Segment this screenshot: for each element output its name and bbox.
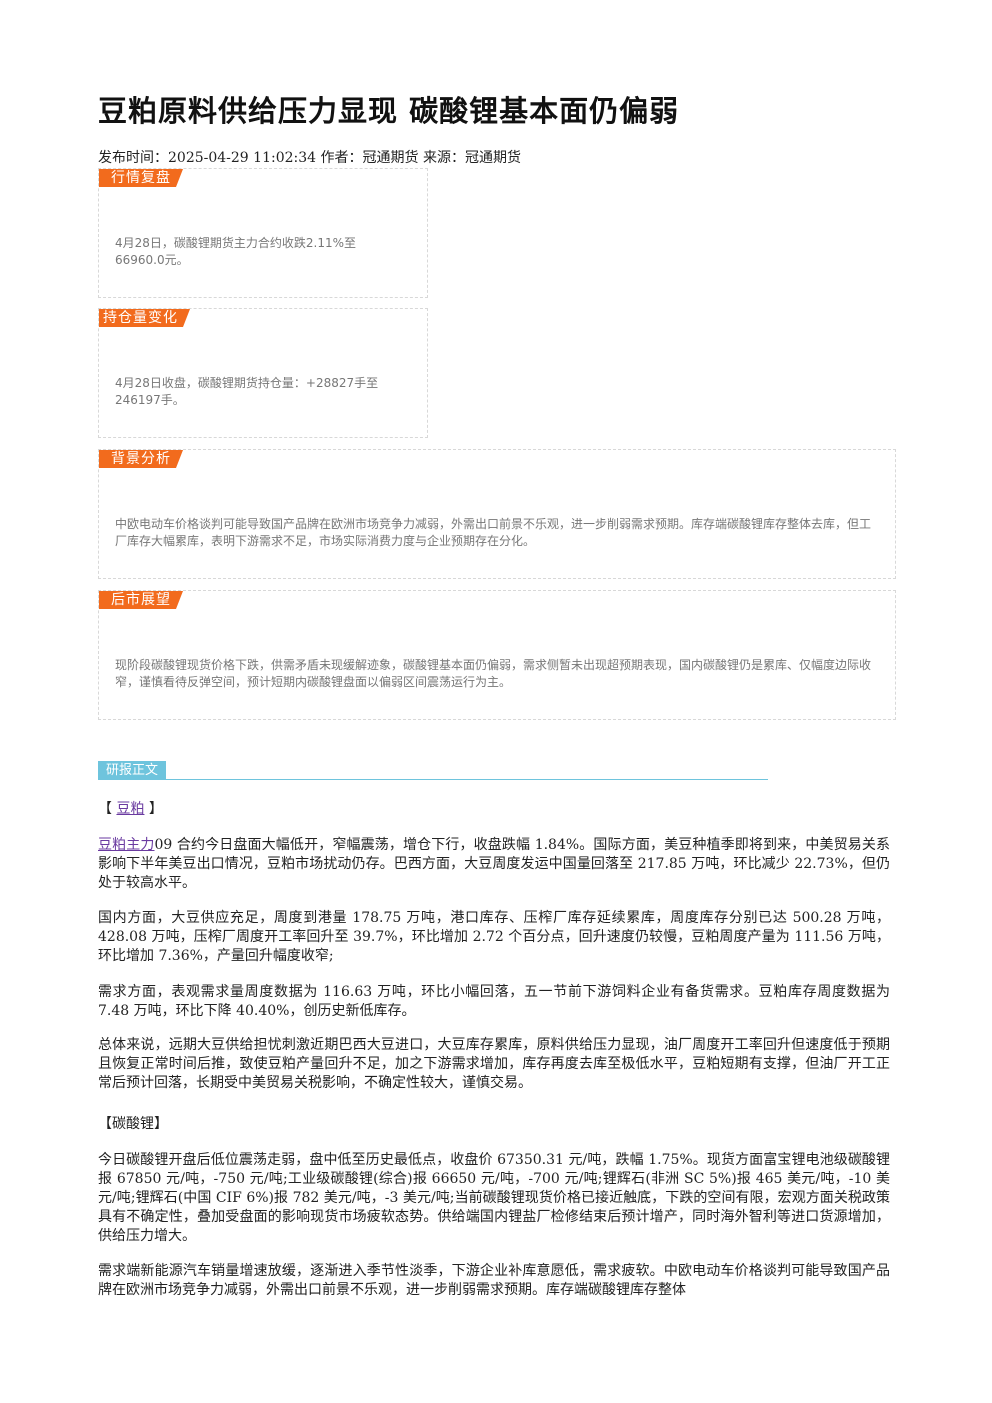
soy-link[interactable]: 豆粕: [116, 801, 145, 817]
outlook-text: 现阶段碳酸锂现货价格下跌，供需矛盾未现缓解迹象，碳酸锂基本面仍偏弱，需求侧暂未出…: [115, 658, 872, 689]
lithium-paragraph-1: 今日碳酸锂开盘后低位震荡走弱，盘中低至历史最低点，收盘价 67350.31 元/…: [98, 1152, 890, 1244]
soy-paragraph-2: 国内方面，大豆供应充足，周度到港量 178.75 万吨，港口库存、压榨厂库存延续…: [98, 910, 890, 964]
article-meta: 发布时间：2025-04-29 11:02:34 作者：冠通期货 来源：冠通期货: [98, 150, 521, 166]
soy-heading: 【 豆粕 】: [98, 798, 163, 818]
position-change-box: 持仓量变化 4月28日收盘，碳酸锂期货持仓量：+28827手至246197手。: [98, 308, 428, 438]
background-box: 背景分析 中欧电动车价格谈判可能导致国产品牌在欧洲市场竞争力减弱，外需出口前景不…: [98, 449, 896, 579]
outlook-tag: 后市展望: [99, 591, 183, 609]
soy-paragraph-4: 总体来说，远期大豆供给担忧刺激近期巴西大豆进口，大豆库存累库，原料供给压力显现，…: [98, 1037, 890, 1091]
soy-paragraph-1: 豆粕主力09 合约今日盘面大幅低开，窄幅震荡，增仓下行，收盘跌幅 1.84%。国…: [98, 836, 890, 893]
market-review-tag: 行情复盘: [99, 169, 183, 187]
market-review-box: 行情复盘 4月28日，碳酸锂期货主力合约收跌2.11%至66960.0元。: [98, 168, 428, 298]
soy-bracket-close: 】: [148, 801, 163, 817]
market-review-text: 4月28日，碳酸锂期货主力合约收跌2.11%至66960.0元。: [115, 236, 357, 267]
background-text: 中欧电动车价格谈判可能导致国产品牌在欧洲市场竞争力减弱，外需出口前景不乐观，进一…: [115, 517, 872, 548]
position-change-text: 4月28日收盘，碳酸锂期货持仓量：+28827手至246197手。: [115, 376, 379, 407]
soy-bracket-open: 【: [98, 801, 112, 817]
soy-paragraph-1-text: 09 合约今日盘面大幅低开，窄幅震荡，增仓下行，收盘跌幅 1.84%。国际方面，…: [98, 837, 891, 891]
outlook-box: 后市展望 现阶段碳酸锂现货价格下跌，供需矛盾未现缓解迹象，碳酸锂基本面仍偏弱，需…: [98, 590, 896, 720]
soy-main-link[interactable]: 豆粕主力: [98, 837, 155, 853]
report-section-tag: 研报正文: [98, 761, 167, 780]
soy-paragraph-3: 需求方面，表观需求量周度数据为 116.63 万吨，环比小幅回落，五一节前下游饲…: [98, 984, 890, 1019]
background-tag: 背景分析: [99, 450, 183, 468]
lithium-paragraph-2: 需求端新能源汽车销量增速放缓，逐渐进入季节性淡季，下游企业补库意愿低，需求疲软。…: [98, 1263, 890, 1298]
lithium-heading: 【碳酸锂】: [98, 1116, 168, 1132]
article-title: 豆粕原料供给压力显现 碳酸锂基本面仍偏弱: [98, 94, 680, 128]
report-section-divider: [98, 779, 768, 780]
position-change-tag: 持仓量变化: [99, 309, 190, 327]
